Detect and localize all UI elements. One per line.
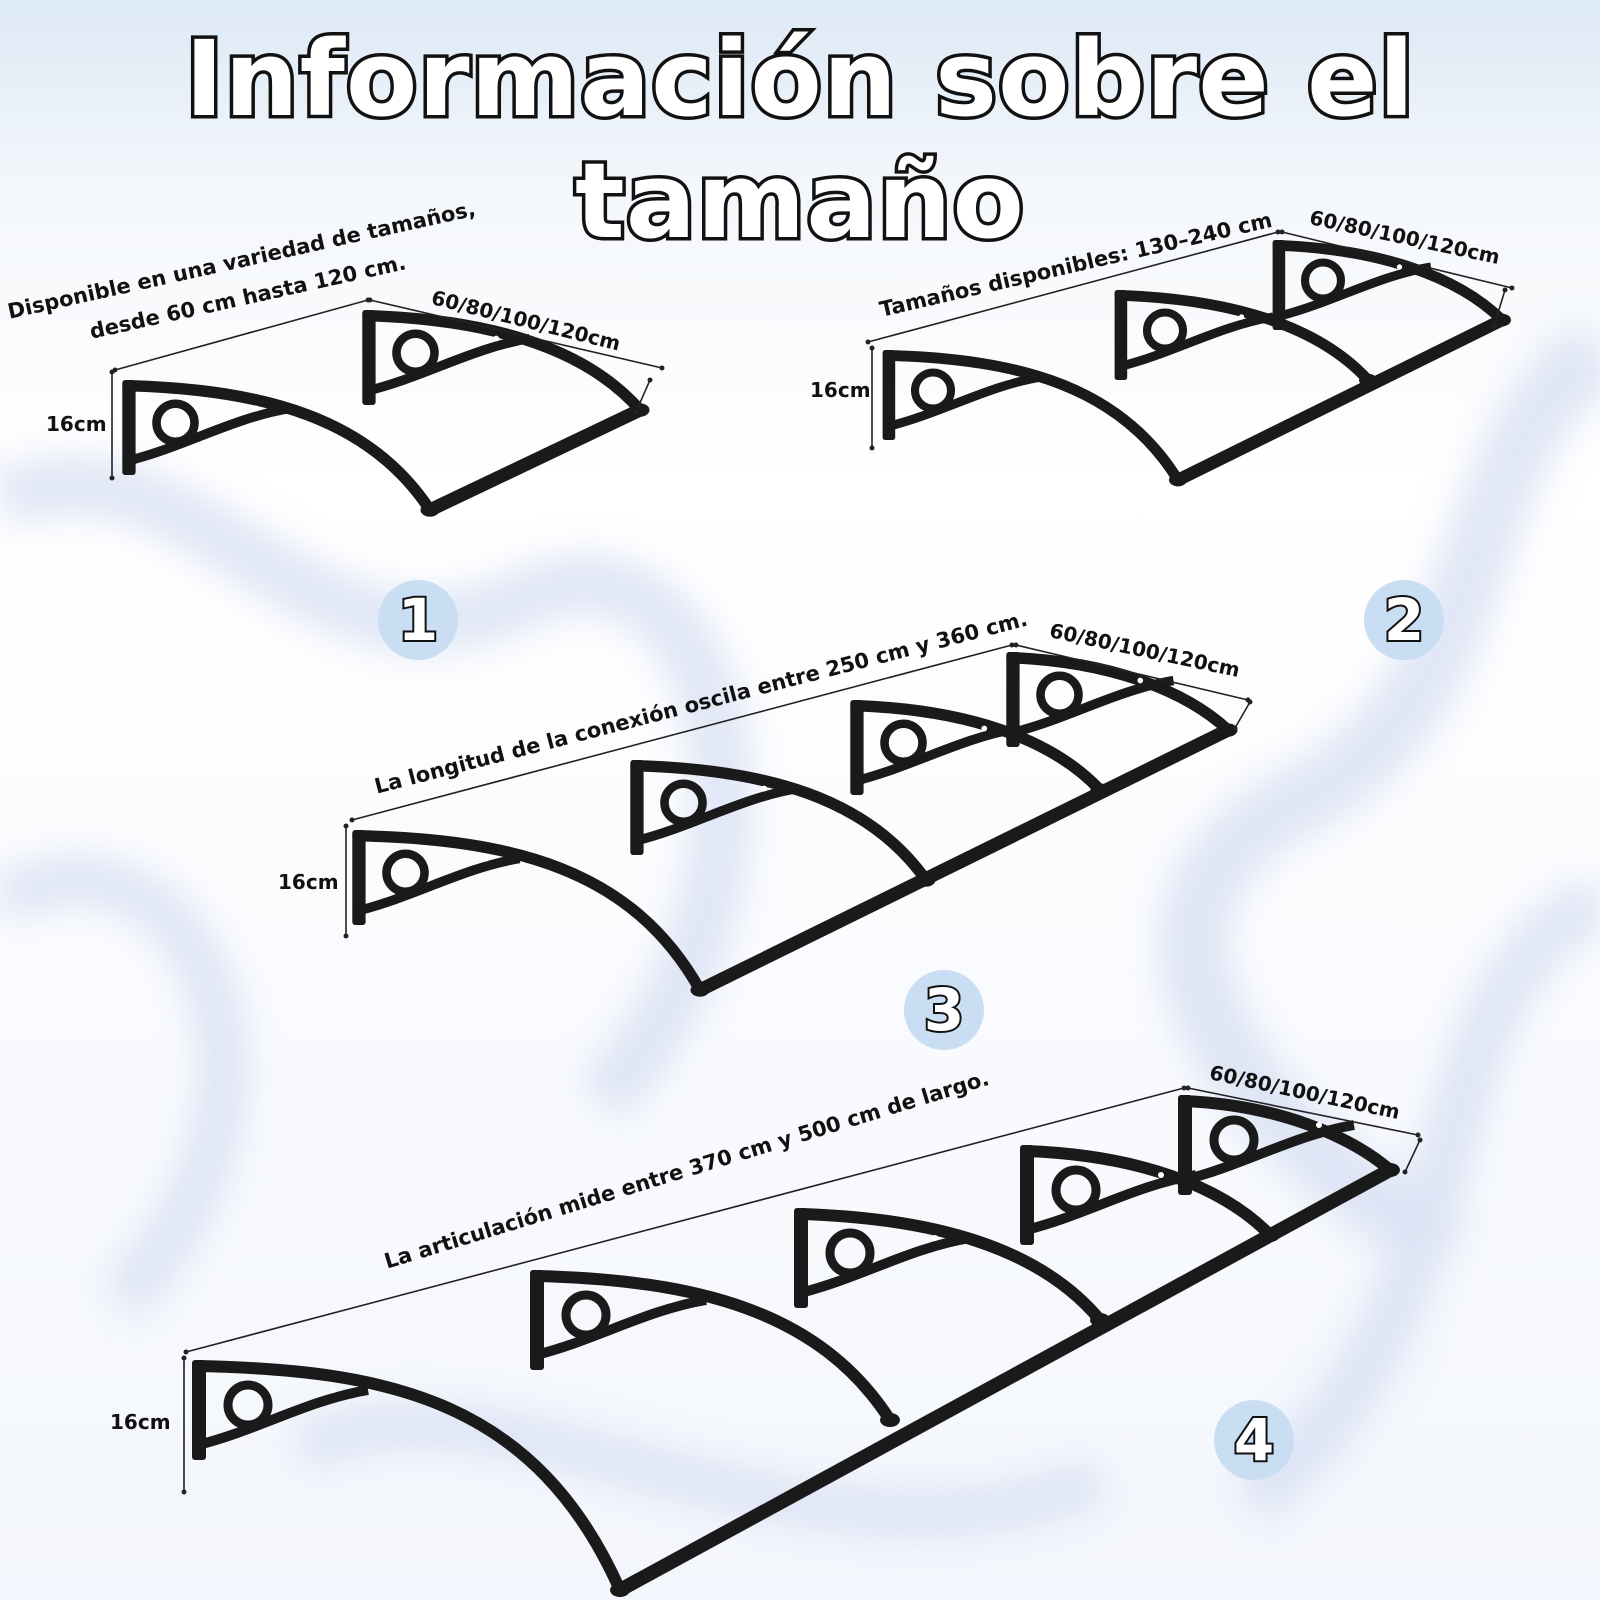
- awning-bracket-icon: [1006, 652, 1238, 747]
- figure-badge: 4: [1214, 1400, 1294, 1480]
- awning-bracket-icon: [122, 380, 440, 517]
- awning-bracket-icon: [850, 700, 1110, 797]
- awning-figure: [181, 1085, 1423, 1597]
- awning-figure: [109, 297, 665, 517]
- awning-bracket-icon: [1114, 290, 1377, 387]
- awning-bracket-icon: [1020, 1145, 1280, 1245]
- awning-bracket-icon: [530, 1270, 900, 1427]
- height-label: 16cm: [278, 870, 339, 894]
- height-label: 16cm: [810, 378, 871, 402]
- height-label: 16cm: [110, 1410, 171, 1434]
- awning-bracket-icon: [882, 350, 1187, 487]
- awning-bracket-icon: [1272, 240, 1511, 330]
- awning-figure: [343, 642, 1253, 997]
- figure-badge: 2: [1364, 580, 1444, 660]
- height-label: 16cm: [46, 412, 107, 436]
- figure-badge: 1: [378, 580, 458, 660]
- awning-bracket-icon: [794, 1208, 1110, 1327]
- awning-bracket-icon: [362, 310, 650, 417]
- awning-figure: [865, 229, 1515, 487]
- page-title: Información sobre el tamaño: [181, 15, 1417, 266]
- awning-bracket-icon: [192, 1360, 630, 1597]
- figure-badge: 3: [904, 970, 984, 1050]
- awning-bracket-icon: [630, 760, 936, 887]
- awning-bracket-icon: [1178, 1095, 1400, 1195]
- awning-bracket-icon: [352, 830, 710, 997]
